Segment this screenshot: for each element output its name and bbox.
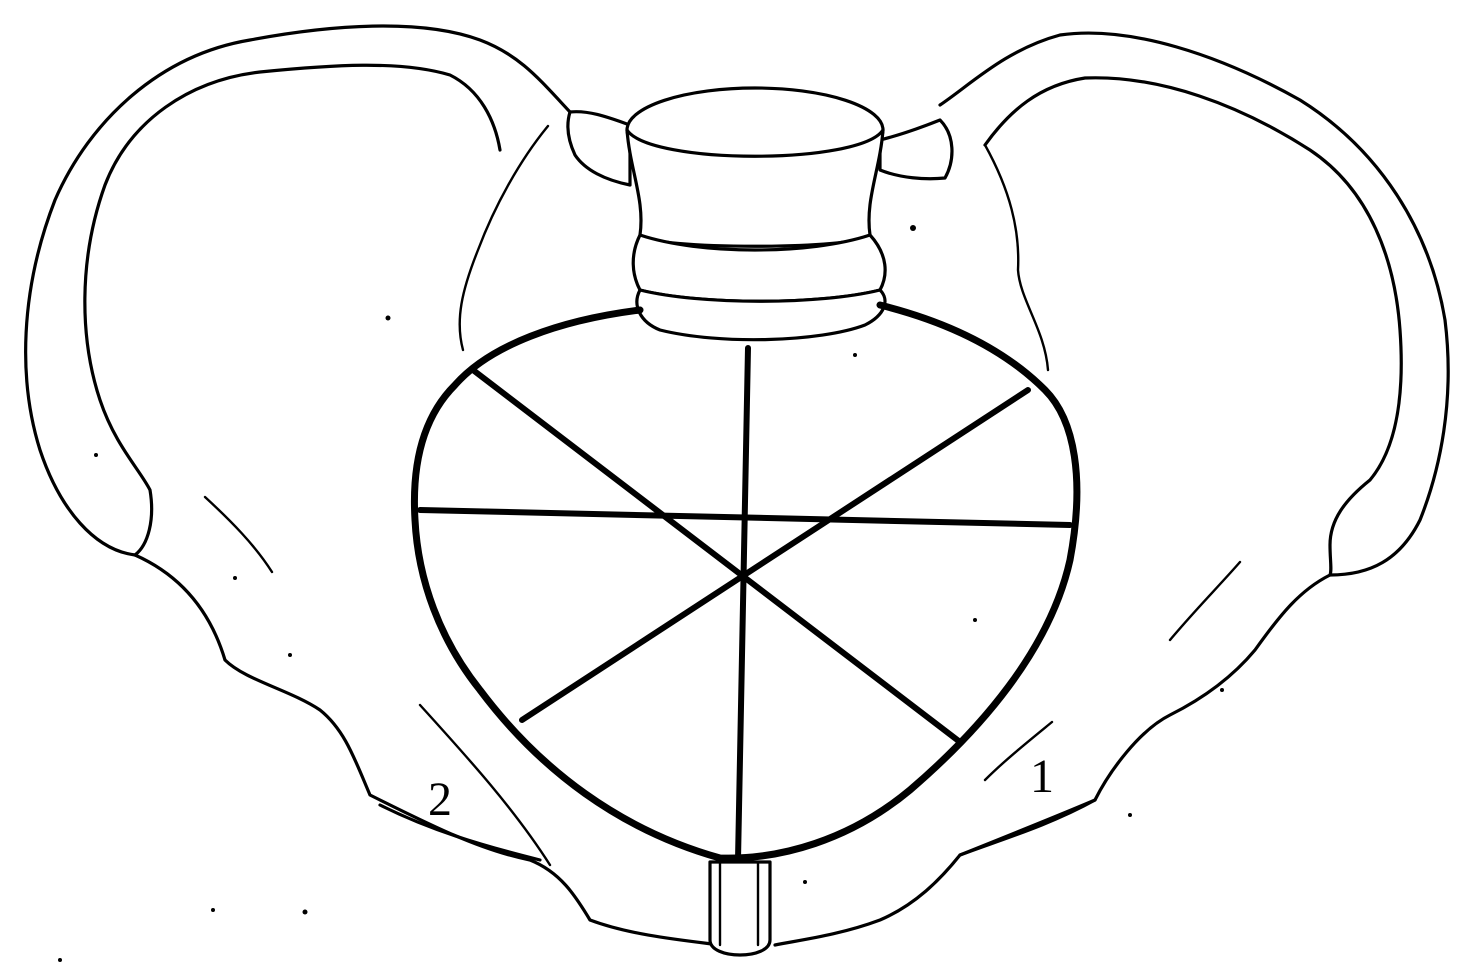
- left-transverse-process: [568, 112, 630, 185]
- anteroposterior-diameter: [738, 348, 748, 860]
- pelvic-inlet-diameters: [420, 348, 1070, 860]
- left-sacroiliac-line: [460, 126, 548, 350]
- vertebra: [568, 88, 952, 340]
- left-iliac-accent: [205, 497, 272, 572]
- right-oblique-diameter: [522, 390, 1028, 720]
- left-iliac-inner-contour: [85, 65, 500, 555]
- label-2: 2: [428, 773, 452, 826]
- right-sacroiliac-line: [985, 145, 1048, 370]
- left-oblique-diameter: [473, 370, 960, 742]
- right-iliac-inner-contour: [985, 78, 1401, 575]
- scan-specks: [58, 225, 1224, 962]
- pubic-symphysis: [710, 862, 770, 955]
- right-iliac-accent: [1170, 562, 1240, 640]
- label-1: 1: [1030, 750, 1054, 803]
- right-pubic-ramus-inner: [960, 800, 1095, 855]
- right-transverse-process: [880, 120, 952, 179]
